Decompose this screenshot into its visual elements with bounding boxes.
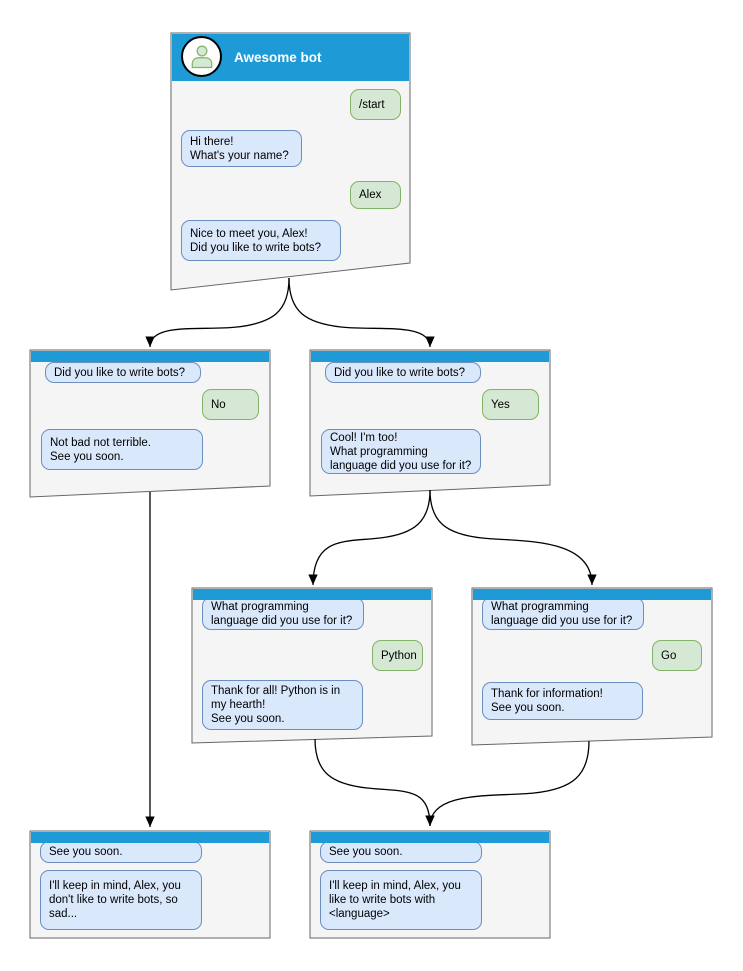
branch-no-question: Did you like to write bots?: [45, 362, 201, 383]
branch-go-response: Thank for information! See you soon.: [482, 682, 643, 720]
branch-yes-answer: Yes: [482, 389, 539, 420]
end-yes-response: I'll keep in mind, Alex, you like to wri…: [320, 870, 482, 930]
branch-go-answer: Go: [652, 640, 702, 671]
branch-no-titlebar: [31, 351, 269, 362]
root-window-title: Awesome bot: [234, 50, 322, 65]
connector-root-to-no: [145, 277, 290, 348]
user-message-start: /start: [350, 89, 401, 120]
bot-message-nice-to-meet: Nice to meet you, Alex! Did you like to …: [181, 220, 341, 261]
end-no-response: I'll keep in mind, Alex, you don't like …: [40, 870, 202, 930]
branch-yes-titlebar: [311, 351, 549, 362]
branch-python-answer: Python: [372, 640, 423, 671]
connector-yes-to-go: [429, 489, 597, 586]
branch-yes-response: Cool! I'm too! What programming language…: [321, 429, 481, 474]
connector-yes-to-python: [308, 489, 431, 586]
bot-avatar: [181, 36, 222, 77]
end-yes-question: See you soon.: [320, 841, 482, 863]
connector-go-to-end: [425, 740, 590, 827]
branch-no-response: Not bad not terrible. See you soon.: [41, 429, 203, 470]
bot-message-greeting: Hi there! What's your name?: [181, 130, 302, 167]
connector-python-to-end: [314, 738, 435, 827]
end-yes-titlebar: [311, 832, 549, 843]
end-no-titlebar: [31, 832, 269, 843]
branch-python-response: Thank for all! Python is in my hearth! S…: [202, 680, 363, 730]
branch-yes-question: Did you like to write bots?: [325, 362, 481, 383]
branch-go-question: What programming language did you use fo…: [482, 597, 644, 630]
person-icon: [191, 45, 212, 68]
branch-python-question: What programming language did you use fo…: [202, 597, 364, 630]
branch-no-answer: No: [202, 389, 259, 420]
connector-root-to-yes: [288, 277, 435, 348]
user-message-name: Alex: [350, 181, 401, 209]
branch-python-titlebar: [193, 589, 431, 600]
branch-go-titlebar: [473, 589, 711, 600]
end-no-question: See you soon.: [40, 841, 202, 863]
